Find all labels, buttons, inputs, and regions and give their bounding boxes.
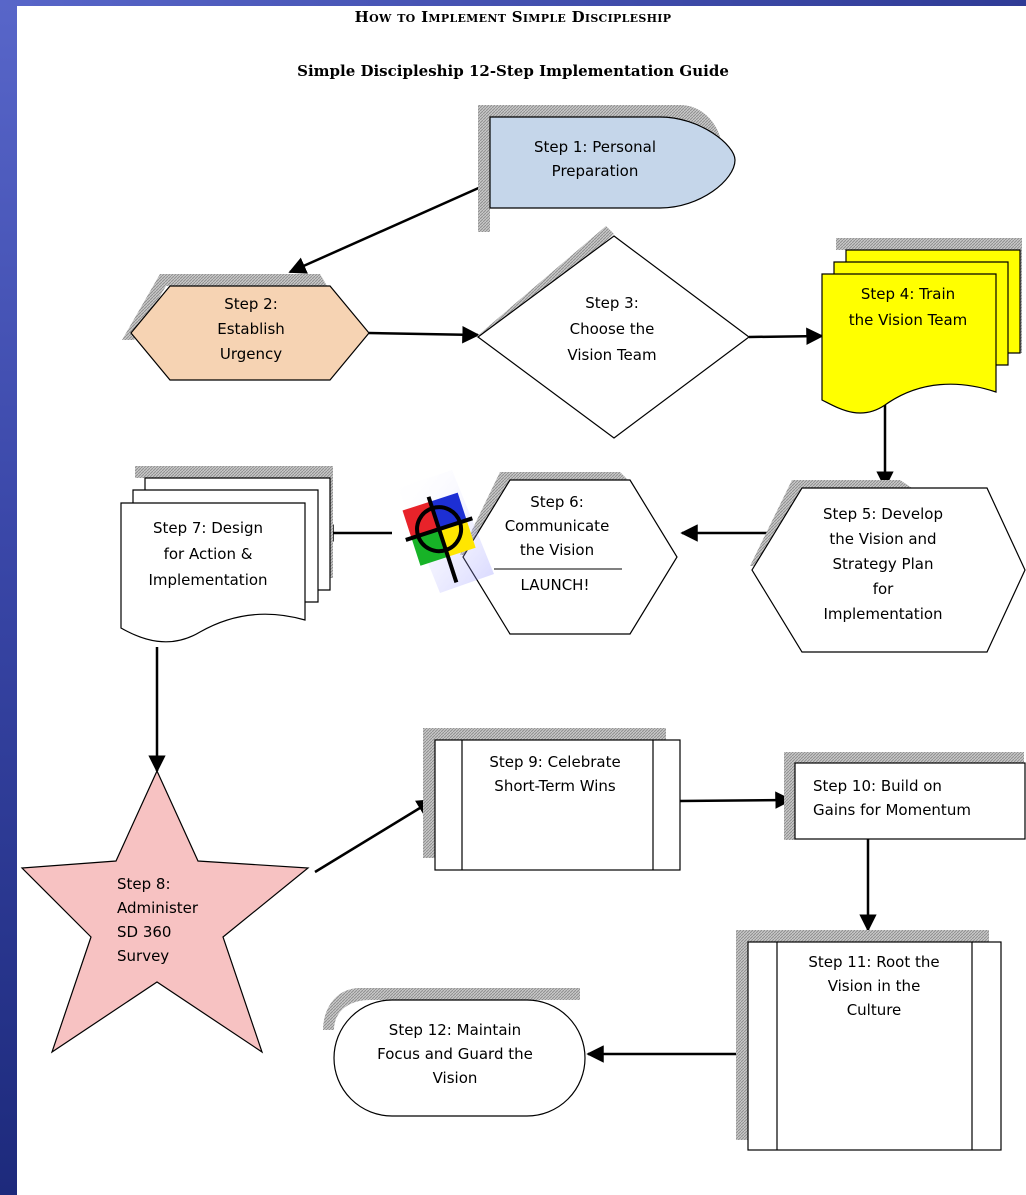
label-line: Gains for Momentum [813,801,971,819]
arrow-3-to-4 [748,327,824,345]
page-subtitle: Simple Discipleship 12-Step Implementati… [297,62,729,80]
step-3-shape [476,226,751,439]
label-line: Step 6: [530,493,584,511]
label-line: Step 2: [224,295,278,313]
label-line: the Vision Team [849,311,968,329]
label-line: for Action & [164,545,253,563]
label-line: Step 3: [585,294,639,312]
arrow-1-to-2 [288,180,493,274]
label-line: Implementation [823,605,942,623]
step-8-shape [20,769,310,1054]
label-line: Step 8: [117,875,171,893]
label-line: Focus and Guard the [377,1045,533,1063]
arrow-2-to-3 [368,325,480,344]
label-line: the Vision [520,541,594,559]
arrow-8-to-9 [314,798,435,874]
arrow-9-to-10 [679,791,793,809]
step-6-label: Step 6: Communicate the Vision [505,493,610,559]
label-line: for [873,580,894,598]
label-line: the Vision and [829,530,936,548]
step-7-label: Step 7: Design for Action & Implementation [148,519,267,589]
label-line: Preparation [552,162,639,180]
label-line: Step 12: Maintain [389,1021,521,1039]
step-4-label: Step 4: Train the Vision Team [849,285,968,329]
label-line: Vision in the [828,977,921,995]
label-line: Implementation [148,571,267,589]
step-12-shape [323,988,586,1117]
step-10-label: Step 10: Build on Gains for Momentum [813,777,971,819]
label-line: Communicate [505,517,610,535]
label-line: Step 4: Train [861,285,955,303]
step-9-shape [423,728,681,871]
step-2-shape [122,274,370,381]
label-line: Step 7: Design [153,519,263,537]
step-10-shape [784,752,1026,840]
page-title: How to Implement Simple Discipleship [354,8,672,26]
label-line: Vision Team [567,346,656,364]
label-line: Establish [217,320,285,338]
label-line: Step 1: Personal [534,138,656,156]
label-line: Culture [847,1001,902,1019]
sidebar-band [0,0,17,1195]
label-line: Step 11: Root the [808,953,939,971]
label-line: Administer [117,899,199,917]
label-line: Step 5: Develop [823,505,943,523]
label-line: Strategy Plan [833,555,934,573]
label-line: Step 9: Celebrate [489,753,620,771]
label-line: Choose the [570,320,655,338]
label-line: SD 360 [117,923,171,941]
label-line: Survey [117,947,169,965]
step-7-shape [120,466,333,643]
step-5-shape [750,480,1026,653]
label-line: Urgency [220,345,282,363]
label-line: Vision [433,1069,478,1087]
label-line: Step 10: Build on [813,777,942,795]
step-1-shape [478,105,736,232]
step-11-shape [736,930,1002,1151]
top-band [0,0,1026,6]
step-4-shape [821,238,1022,414]
target-crosshair-icon [398,470,494,593]
step-6-launch-label: LAUNCH! [521,576,590,594]
label-line: Short-Term Wins [494,777,616,795]
